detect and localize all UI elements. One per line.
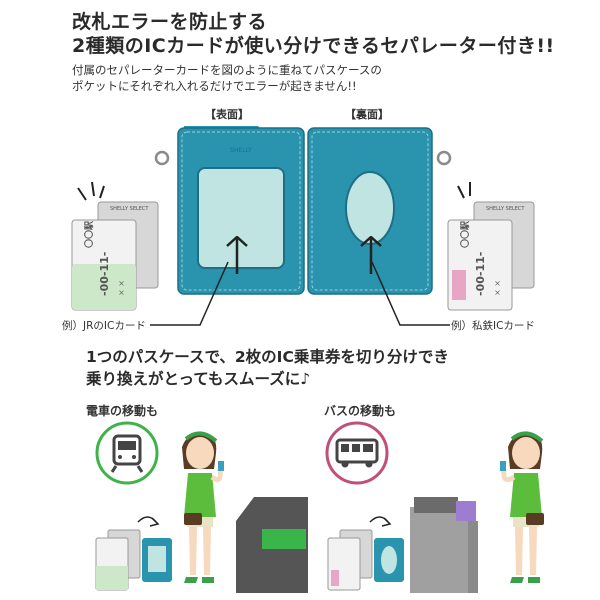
woman-bus-illustration: [500, 431, 544, 583]
woman-train-illustration: [182, 431, 224, 583]
jr-card-stack: SHELLY SELECT 〇〇駅 -00-11- × ×: [71, 181, 159, 311]
back-label: 【裏面】: [345, 108, 389, 121]
emphasis-marks-icon: [77, 181, 105, 201]
ticket-gate-right: [410, 497, 478, 593]
jr-card-number: -00-11-: [98, 252, 111, 296]
jr-card-cross: × ×: [117, 280, 126, 296]
train-cards-mini: [95, 516, 172, 591]
sep-card-text: SHELLY SELECT: [110, 206, 149, 212]
private-card-stack: SHELLY SELECT 〇〇駅 -00-11- × ×: [447, 182, 535, 311]
jr-card-station: 〇〇駅: [83, 220, 95, 248]
bus-label: バスの移動も: [324, 404, 397, 418]
svg-text:SHELLY SELECT: SHELLY SELECT: [486, 206, 525, 212]
jr-caption: 例）JRのICカード: [62, 320, 146, 332]
headline-line2: 2種類のICカードが使い分けできるセパレーター付き!!: [72, 35, 555, 57]
train-label: 電車の移動も: [86, 404, 159, 418]
svg-text:SHELLY: SHELLY: [230, 147, 252, 154]
headline-line1: 改札エラーを防止する: [72, 11, 268, 33]
front-label: 【表面】: [205, 108, 249, 121]
bus-icon: [325, 421, 389, 485]
description-line1: 付属のセパレーターカードを図のように重ねてパスケースの: [72, 63, 382, 77]
private-card-number: -00-11-: [474, 252, 487, 296]
pass-case-back: [307, 127, 452, 295]
front-arrow-icon: [226, 236, 248, 274]
bus-cards-mini: [327, 516, 404, 591]
ticket-gate-left: [236, 497, 308, 593]
callout-lines: [150, 261, 450, 326]
section2-line2: 乗り換えがとってもスムーズに♪: [86, 370, 311, 388]
description-line2: ポケットにそれぞれ入れるだけでエラーが起きません!!: [72, 79, 357, 93]
svg-text:× ×: × ×: [493, 280, 502, 296]
private-caption: 例）私鉄ICカード: [451, 320, 535, 332]
private-card-station: 〇〇駅: [459, 220, 471, 248]
section2-line1: 1つのパスケースで、2枚のIC乗車券を切り分けでき: [86, 348, 449, 366]
back-arrow-icon: [360, 236, 382, 274]
pass-case-front: SHELLY: [154, 126, 305, 295]
train-icon: [95, 421, 159, 485]
